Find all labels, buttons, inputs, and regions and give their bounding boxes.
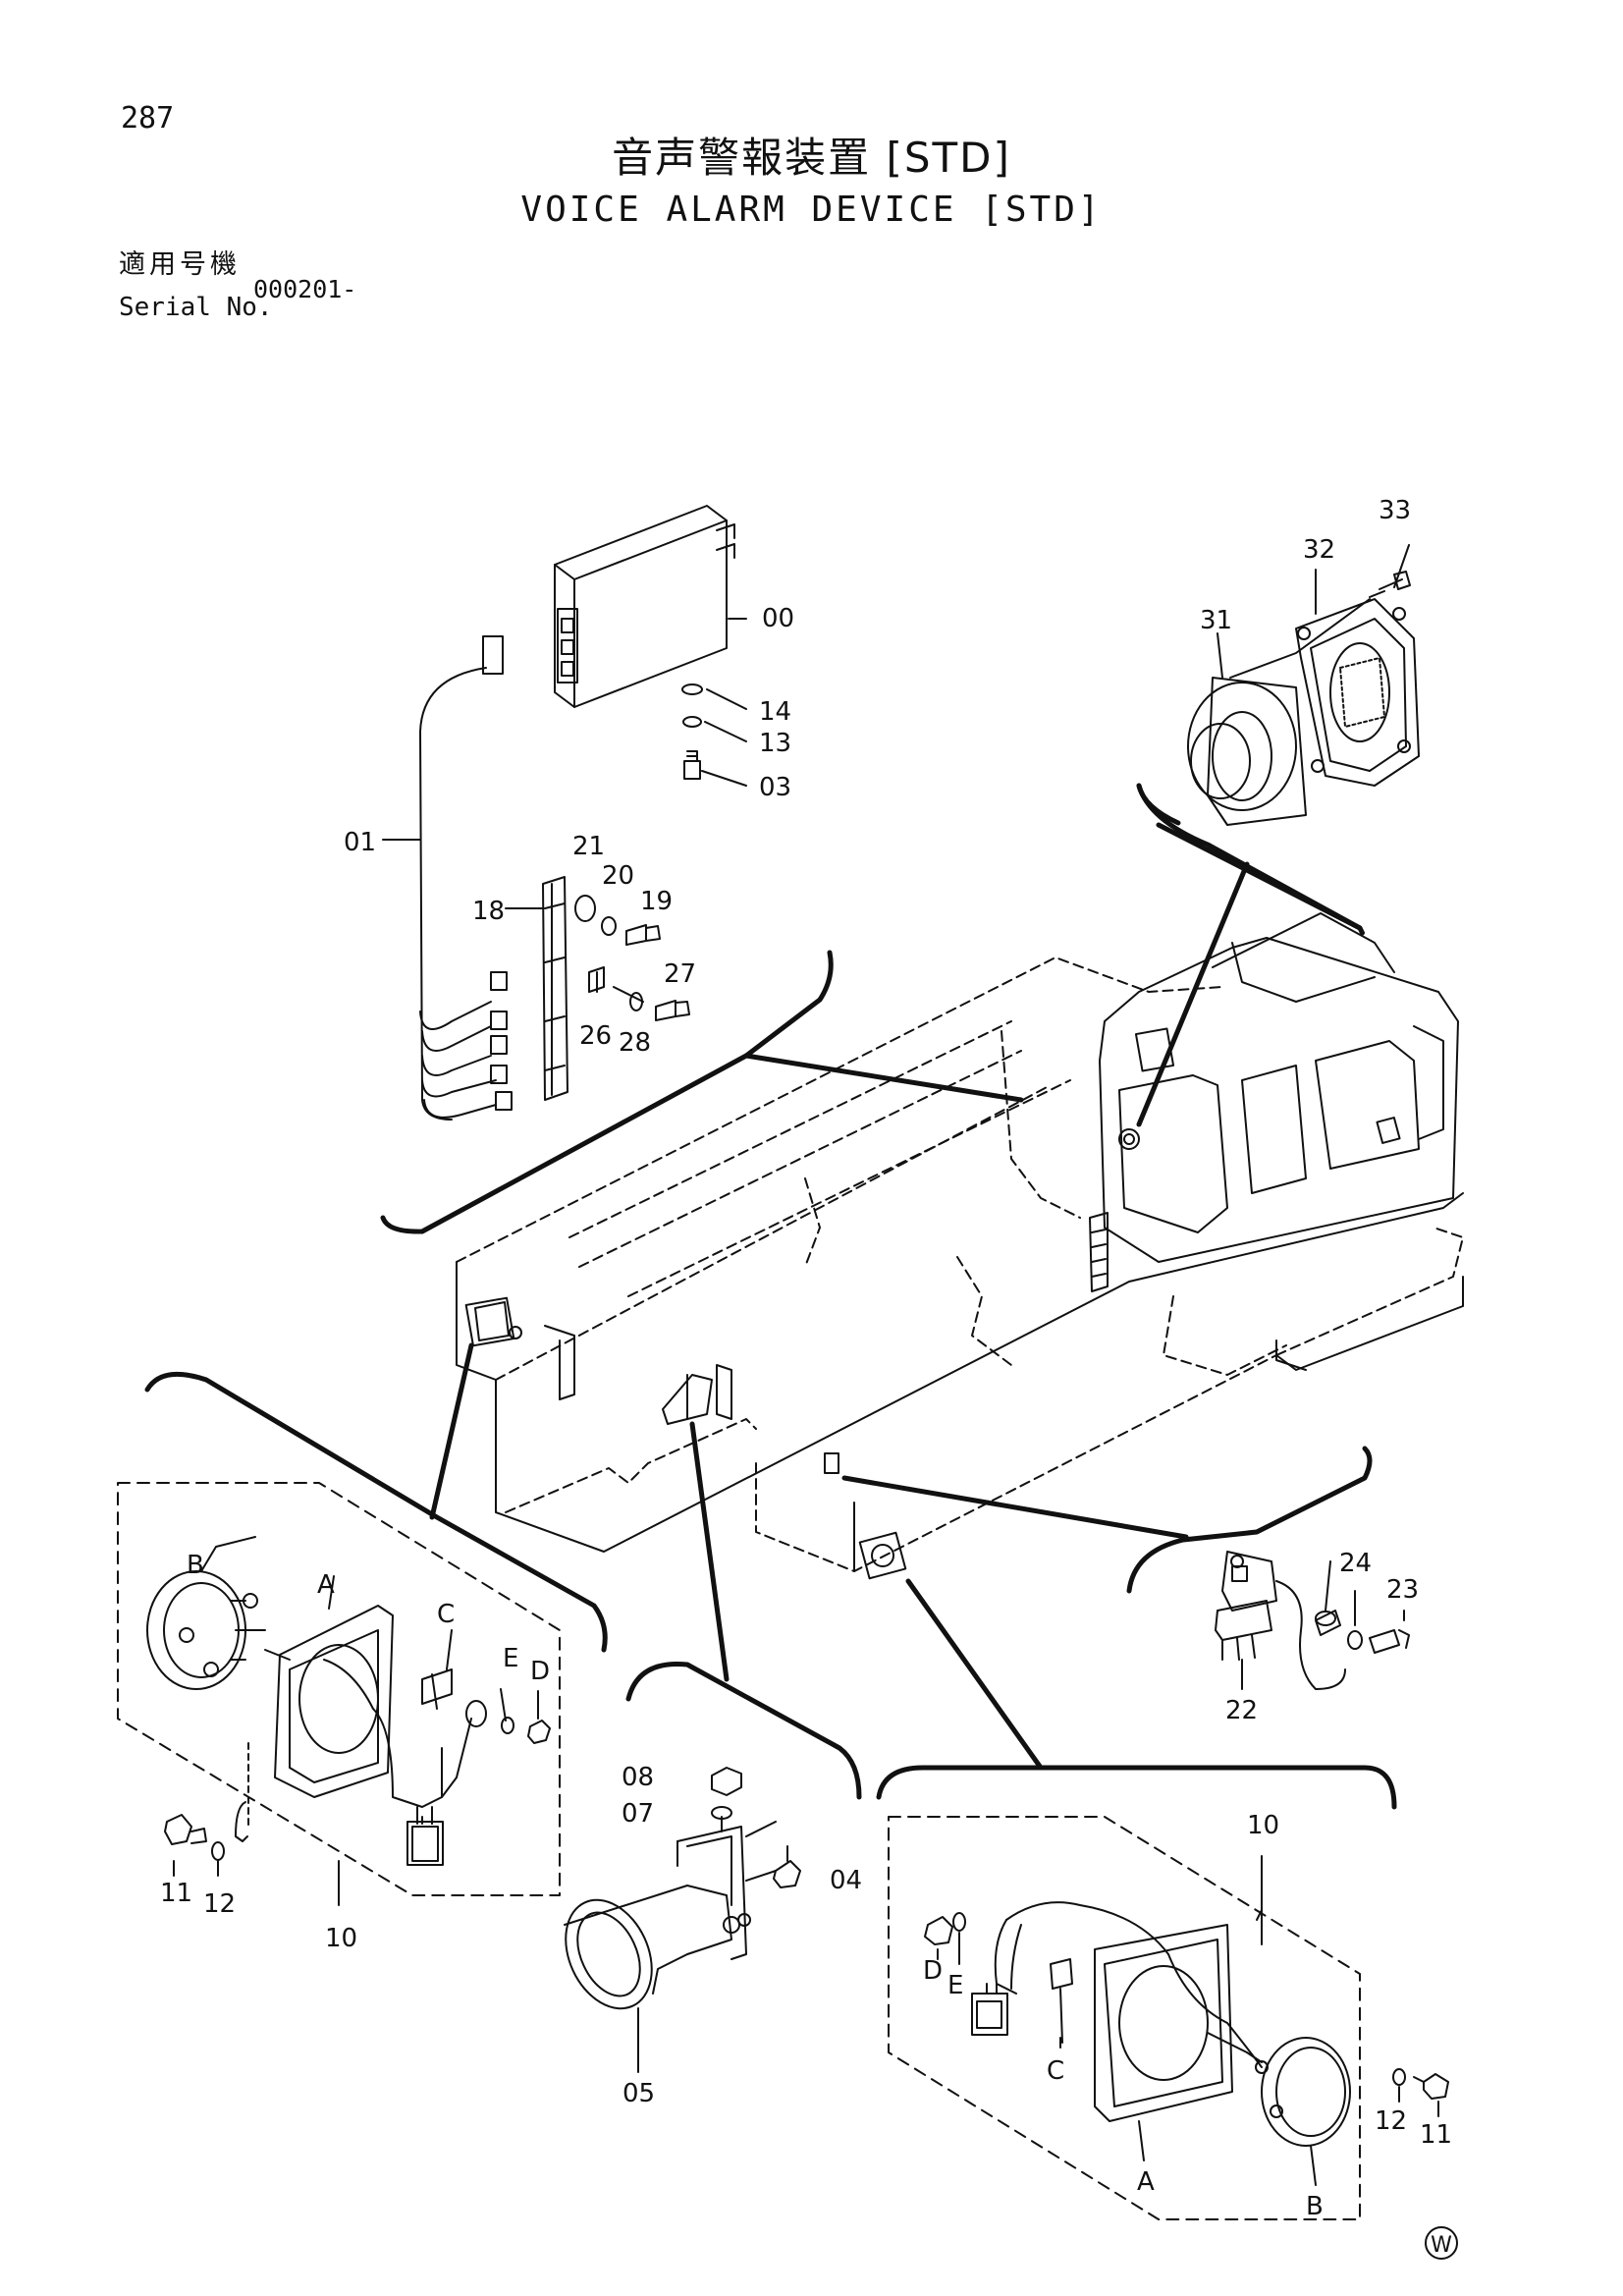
controller-unit [554,505,747,787]
callout-right-12: 12 [1375,2106,1407,2136]
callout-08: 08 [622,1763,654,1792]
horn-assembly [564,1767,801,2073]
callout-03: 03 [759,773,791,802]
callout-right-d: D [923,1956,943,1986]
callout-labels: 00 14 13 03 01 21 20 19 18 27 26 28 33 3… [160,496,1452,2221]
page-title-english: VOICE ALARM DEVICE [STD] [520,190,1103,230]
callout-33: 33 [1379,496,1411,525]
callout-right-11: 11 [1420,2120,1452,2150]
callout-left-d: D [530,1657,550,1686]
callout-28: 28 [619,1028,651,1058]
page-title-japanese: 音声警報装置 [STD] [612,134,1011,182]
callout-19: 19 [640,887,673,916]
callout-left-12: 12 [203,1889,236,1919]
serial-label-japanese: 適用号機 [119,249,241,280]
speaker-assembly [1187,544,1420,826]
wiring-harness [382,635,690,1121]
callout-13: 13 [759,729,791,758]
callout-23: 23 [1386,1575,1419,1605]
relay-assembly [1215,1551,1410,1690]
machine-body [456,912,1464,1580]
callout-right-b: B [1306,2192,1324,2221]
callout-27: 27 [664,959,696,989]
callout-left-10: 10 [325,1924,357,1953]
page-number: 287 [121,101,175,136]
callout-05: 05 [622,2079,655,2108]
serial-value: 000201- [253,275,357,303]
callout-07: 07 [622,1799,654,1829]
callout-right-10: 10 [1247,1811,1279,1840]
right-alarm-unit [888,1816,1449,2220]
callout-leaders [144,783,1397,1810]
callout-24: 24 [1339,1549,1372,1578]
callout-04: 04 [830,1866,862,1895]
callout-left-11: 11 [160,1879,192,1908]
callout-00: 00 [762,604,794,633]
callout-32: 32 [1303,535,1335,565]
callout-left-e: E [503,1644,518,1673]
callout-right-a: A [1137,2167,1155,2197]
callout-14: 14 [759,697,791,727]
callout-01: 01 [344,828,376,857]
w-mark-letter: W [1431,2233,1452,2258]
callout-left-c: C [437,1600,455,1629]
callout-18: 18 [472,897,505,926]
callout-26: 26 [579,1021,612,1051]
callout-left-a: A [317,1570,335,1600]
circled-w-mark: W [1425,2226,1458,2260]
callout-left-b: B [187,1551,204,1580]
callout-right-c: C [1047,2056,1064,2086]
callout-22: 22 [1225,1696,1258,1725]
callout-31: 31 [1200,606,1232,635]
callout-ticks [200,1536,335,1610]
callout-20: 20 [602,861,634,891]
left-alarm-unit [117,1482,561,1906]
callout-21: 21 [572,832,605,861]
serial-label-english: Serial No. [119,293,273,322]
callout-right-e: E [947,1971,963,2000]
